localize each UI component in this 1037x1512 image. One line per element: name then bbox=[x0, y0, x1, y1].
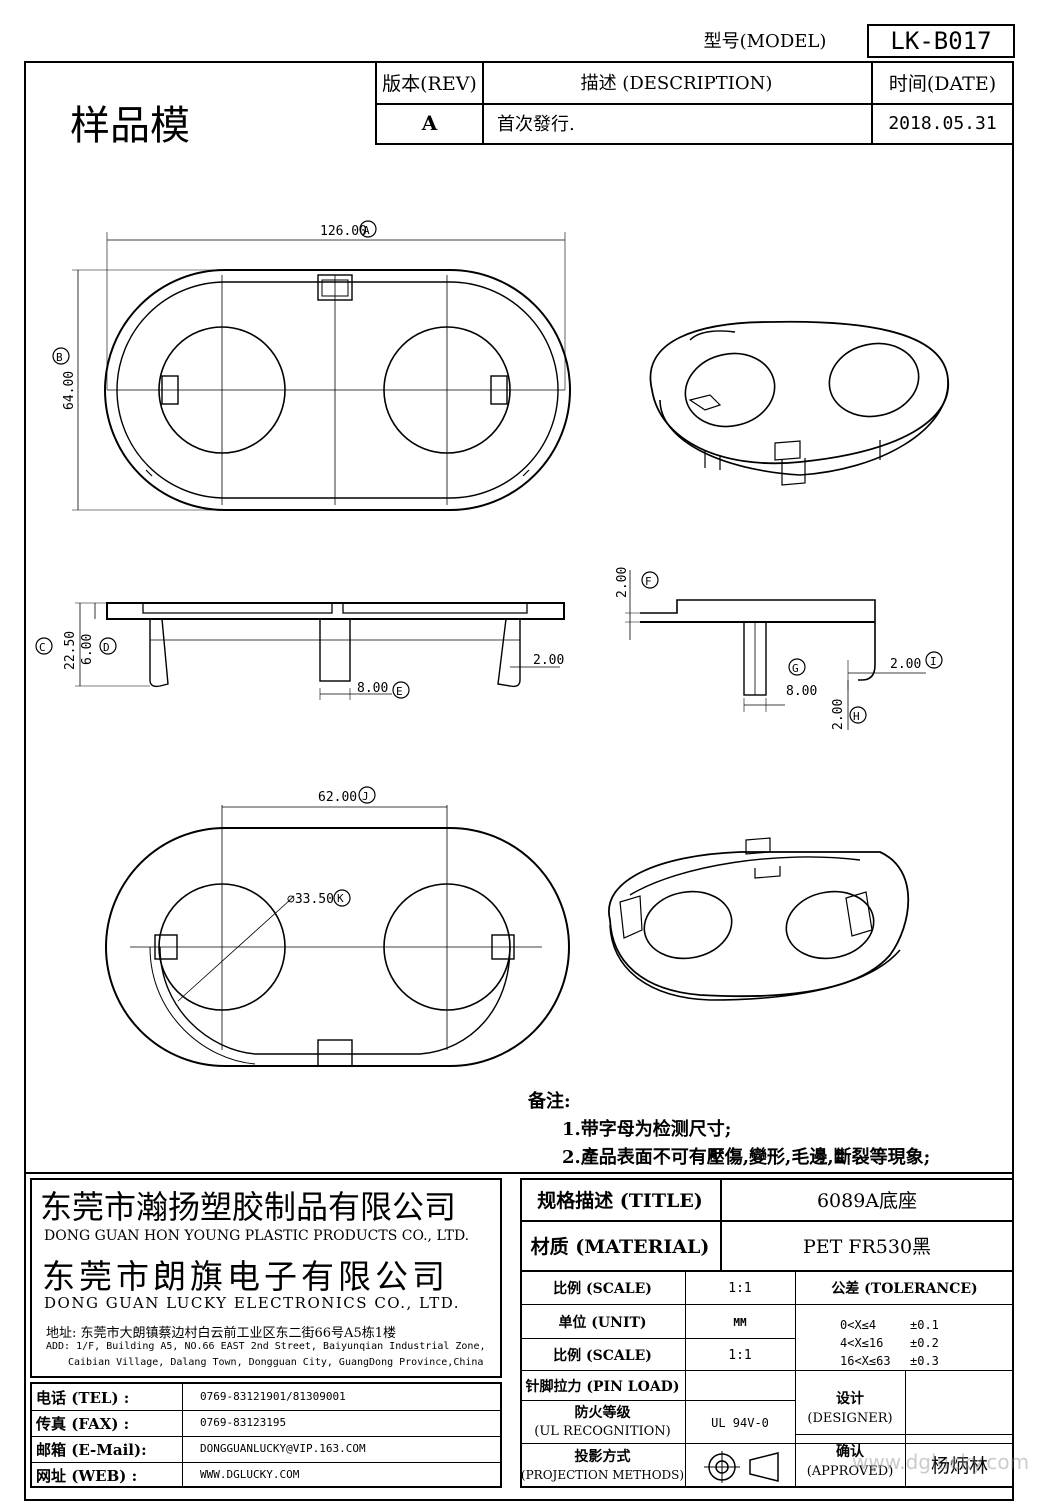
model-value: LK-B017 bbox=[867, 24, 1015, 58]
tolerance-value-3: ±0.3 bbox=[910, 1354, 939, 1368]
dim-side-total-tag: C bbox=[39, 641, 46, 654]
notes-title: 备注: bbox=[528, 1091, 571, 1112]
dim-right-pin: 8.00 bbox=[786, 684, 817, 699]
top-view bbox=[52, 220, 571, 511]
fire-value: UL 94V-0 bbox=[711, 1415, 769, 1430]
dim-right-top: 2.00 bbox=[615, 567, 630, 598]
company-address-cn: 地址: 东莞市大朗镇蔡边村白云前工业区东二街66号A5栋1楼 bbox=[46, 1326, 396, 1341]
designer-label-2: (DESIGNER) bbox=[807, 1410, 893, 1426]
desc-value: 首次發行. bbox=[497, 114, 575, 135]
spec-table bbox=[520, 1178, 1014, 1488]
dim-right-hook-tag: I bbox=[930, 655, 937, 668]
contact-value: WWW.DGLUCKY.COM bbox=[200, 1468, 300, 1481]
contacts-table bbox=[30, 1382, 502, 1488]
designer-label-1: 设计 bbox=[836, 1391, 864, 1407]
dim-pin-width: 8.00 bbox=[357, 681, 388, 696]
dim-side-inner: 6.00 bbox=[80, 634, 95, 665]
contact-label: 网址 (WEB) : bbox=[36, 1467, 138, 1485]
dim-pitch: 62.00 bbox=[318, 790, 357, 805]
revision-table: 版本(REV) 描述 (DESCRIPTION) 时间(DATE) A 首次發行… bbox=[375, 61, 1014, 145]
dim-hole-dia-tag: K bbox=[337, 892, 344, 905]
approved-label-1: 确认 bbox=[836, 1444, 864, 1460]
company-name-cn-1: 东莞市瀚扬塑胶制品有限公司 bbox=[40, 1188, 457, 1226]
dim-height-tag: B bbox=[56, 351, 63, 364]
rev-value: A bbox=[421, 111, 438, 135]
contact-value: 0769-83121901/81309001 bbox=[200, 1390, 346, 1403]
date-value: 2018.05.31 bbox=[888, 112, 997, 134]
title-value: 6089A底座 bbox=[816, 1189, 918, 1212]
tolerance-range-1: 0<X≤4 bbox=[840, 1318, 877, 1332]
tolerance-value-1: ±0.1 bbox=[910, 1318, 939, 1332]
desc-header: 描述 (DESCRIPTION) bbox=[580, 73, 773, 94]
material-value: PET FR530黑 bbox=[802, 1235, 932, 1258]
title-block-line bbox=[24, 1172, 1014, 1174]
dim-right-hook: 2.00 bbox=[890, 657, 921, 672]
projection-symbol-icon bbox=[704, 1451, 779, 1483]
sample-label: 样品模 bbox=[70, 103, 190, 149]
fire-label-1: 防火等级 bbox=[574, 1405, 631, 1421]
unit-label: 单位 (UNIT) bbox=[558, 1315, 647, 1331]
title-label: 规格描述 (TITLE) bbox=[537, 1189, 703, 1212]
contact-label: 邮箱 (E-Mail): bbox=[36, 1441, 147, 1459]
model-label: 型号(MODEL) bbox=[703, 31, 827, 52]
dim-pin-width-tag: E bbox=[396, 685, 403, 698]
dim-side-inner-tag: D bbox=[103, 641, 110, 654]
tolerance-label: 公差 (TOLERANCE) bbox=[831, 1281, 978, 1297]
note-item-1: 1.带字母为检测尺寸; bbox=[562, 1119, 732, 1140]
company-address-en-1: ADD: 1/F, Building A5, NO.66 EAST 2nd St… bbox=[46, 1341, 486, 1352]
unit-value: MM bbox=[733, 1315, 747, 1329]
company-address-en-2: Caibian Village, Dalang Town, Dongguan C… bbox=[68, 1357, 484, 1368]
bottom-view bbox=[105, 786, 570, 1067]
projection-label-1: 投影方式 bbox=[574, 1449, 631, 1465]
dim-width-tag: A bbox=[363, 224, 370, 237]
note-item-2: 2.產品表面不可有壓傷,變形,毛邊,斷裂等現象; bbox=[562, 1147, 931, 1168]
date-header: 时间(DATE) bbox=[888, 72, 997, 95]
projection-label-2: (PROJECTION METHODS) bbox=[520, 1468, 685, 1482]
approved-label-2: (APPROVED) bbox=[806, 1463, 894, 1479]
dim-right-pin-tag: G bbox=[792, 662, 799, 675]
side-view bbox=[35, 602, 565, 700]
drawing-frame bbox=[24, 61, 1014, 1501]
dim-right-top-tag: F bbox=[645, 575, 652, 588]
iso-view-bottom bbox=[608, 837, 910, 1001]
dim-side-total: 22.50 bbox=[63, 631, 78, 670]
company-name-en-1: DONG GUAN HON YOUNG PLASTIC PRODUCTS CO.… bbox=[44, 1228, 470, 1244]
scale2-value: 1:1 bbox=[728, 1347, 752, 1363]
dim-width: 126.00 bbox=[320, 224, 367, 239]
end-view bbox=[625, 570, 943, 730]
company-box bbox=[30, 1178, 502, 1378]
material-label: 材质 (MATERIAL) bbox=[530, 1235, 710, 1258]
watermark: www.dglucky.com bbox=[852, 1450, 1030, 1474]
contact-label: 传真 (FAX) : bbox=[36, 1415, 130, 1433]
contact-value: 0769-83123195 bbox=[200, 1416, 287, 1429]
tolerance-value-2: ±0.2 bbox=[910, 1336, 939, 1350]
scale2-label: 比例 (SCALE) bbox=[553, 1348, 652, 1364]
pin-load-label: 针脚拉力 (PIN LOAD) bbox=[525, 1379, 680, 1395]
contact-value: DONGGUANLUCKY@VIP.163.COM bbox=[200, 1442, 366, 1455]
fire-label-2: (UL RECOGNITION) bbox=[534, 1423, 671, 1439]
dim-right-bottom-tag: H bbox=[853, 710, 860, 723]
approved-value: 杨炳林 bbox=[930, 1455, 988, 1477]
dim-height: 64.00 bbox=[62, 371, 77, 410]
dim-hole-dia: ⌀33.50 bbox=[287, 892, 334, 907]
dim-right-bottom: 2.00 bbox=[831, 699, 846, 730]
company-name-en-2: DONG GUAN LUCKY ELECTRONICS CO., LTD. bbox=[44, 1294, 461, 1312]
tolerance-range-2: 4<X≤16 bbox=[840, 1336, 884, 1350]
technical-drawings: 126.00 A 64.00 B 22.50 C 6.00 D 8.00 E 2… bbox=[35, 220, 949, 1067]
contact-label: 电话 (TEL) : bbox=[36, 1389, 130, 1407]
dim-pitch-tag: J bbox=[362, 790, 369, 803]
tolerance-range-3: 16<X≤63 bbox=[840, 1354, 891, 1368]
iso-view-top bbox=[649, 320, 949, 486]
scale-label: 比例 (SCALE) bbox=[553, 1281, 652, 1297]
scale-value: 1:1 bbox=[728, 1280, 752, 1296]
rev-header: 版本(REV) bbox=[382, 72, 477, 95]
dim-side-gap: 2.00 bbox=[533, 653, 564, 668]
company-name-cn-2: 东莞市朗旗电子有限公司 bbox=[42, 1257, 449, 1296]
